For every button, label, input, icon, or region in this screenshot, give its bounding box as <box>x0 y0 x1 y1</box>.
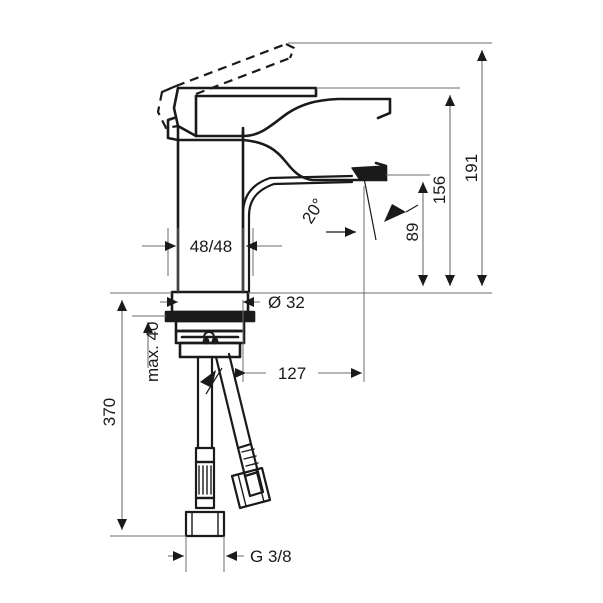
dimension-370: 370 <box>100 300 127 530</box>
leader-arrow-aerator <box>384 204 406 222</box>
hose-nut-right <box>230 466 272 510</box>
dimension-156-label: 156 <box>430 176 449 204</box>
dimension-thread: G 3/8 <box>168 547 292 566</box>
dimension-191: 191 <box>462 50 487 286</box>
dimension-diameter-32-label: Ø 32 <box>268 293 305 312</box>
dimension-127-label: 127 <box>278 364 306 383</box>
shank-below-deck <box>174 319 246 345</box>
leader-aerator <box>363 177 419 241</box>
dimension-89-label: 89 <box>403 223 422 242</box>
lever-collar <box>166 116 245 142</box>
dimension-156: 156 <box>430 95 455 286</box>
locking-nut <box>178 331 242 359</box>
dimension-4848-label: 48/48 <box>190 237 233 256</box>
dimension-diameter-32: Ø 32 <box>160 293 305 312</box>
dimension-370-label: 370 <box>100 398 119 426</box>
dimension-thread-label: G 3/8 <box>250 547 292 566</box>
lever-raised-phantom <box>156 42 296 130</box>
dimension-127: 127 <box>200 362 362 395</box>
leader-arrow-hose <box>200 370 216 388</box>
dimension-191-label: 191 <box>462 154 481 182</box>
dimension-max40: max. 40 <box>143 322 162 382</box>
dimension-4848: 48/48 <box>142 237 282 256</box>
supply-hose-left <box>194 355 216 510</box>
spout-upper-profile <box>241 97 392 182</box>
dimension-max40-label: max. 40 <box>143 322 162 382</box>
spout-lower-curve <box>241 174 354 294</box>
dimension-89: 89 <box>403 182 428 286</box>
spout-aerator-outlet <box>351 165 387 181</box>
